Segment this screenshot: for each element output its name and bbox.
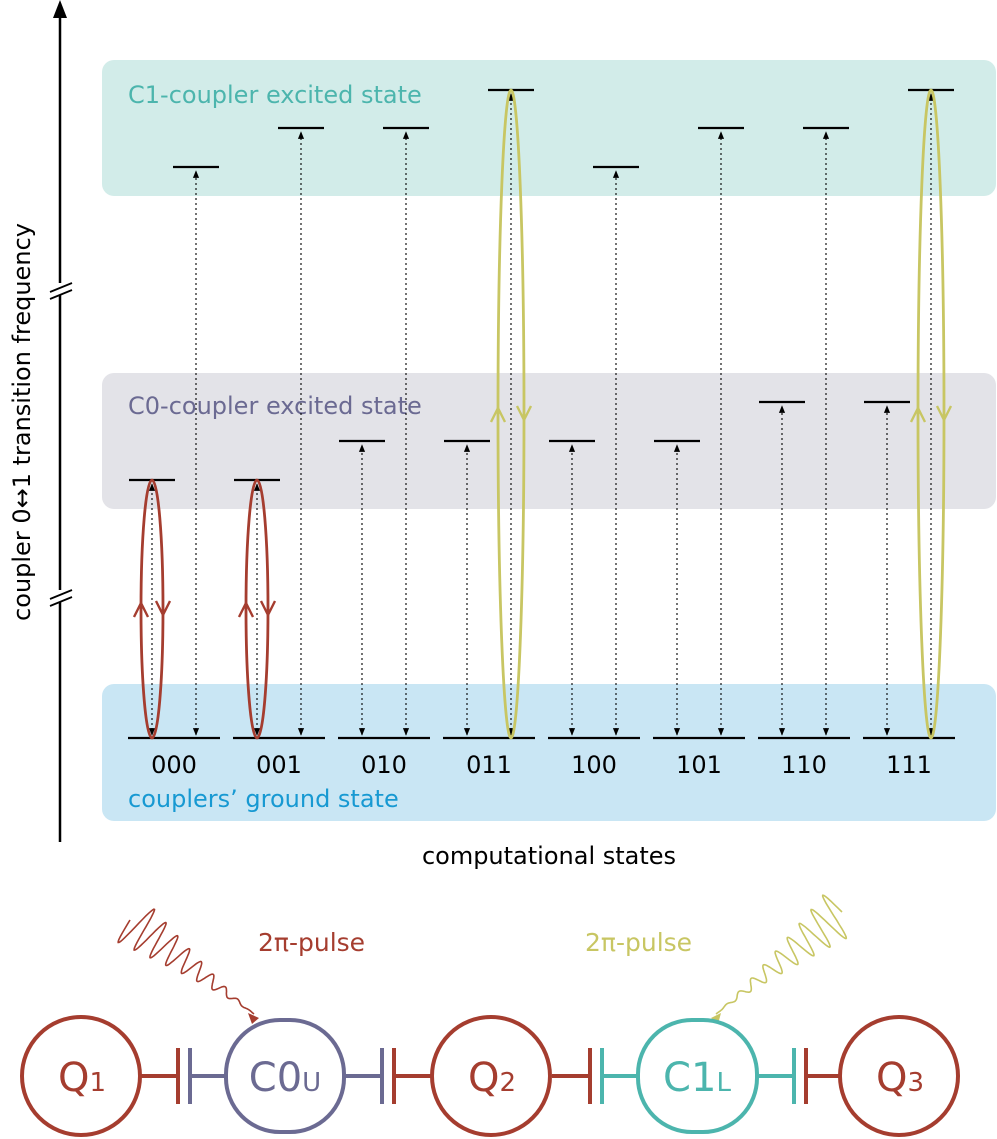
band-ground (102, 684, 996, 821)
pulse-loop-c1-011 (496, 88, 526, 740)
pulse-loop-c0-000 (139, 478, 165, 740)
qubit-q2-main: Q (468, 1055, 499, 1101)
pulse-right-wave (711, 894, 848, 1024)
pulse-loop-c1-111 (916, 88, 946, 740)
pulse-loop-c0-001 (244, 478, 270, 740)
band-c1-excited (102, 60, 996, 196)
svg-text:Q1: Q1 (58, 1055, 106, 1101)
pulse-loops (132, 88, 953, 740)
state-label-001: 001 (256, 751, 302, 779)
pulse-loop-c0-001-up-arrow (237, 600, 255, 618)
pulse-left-label: 2π-pulse (258, 928, 365, 957)
link-q1-c0 (141, 1048, 226, 1104)
state-label-110: 110 (781, 751, 827, 779)
pulse-left-wave (117, 908, 259, 1024)
state-label-111: 111 (886, 751, 932, 779)
coupler-c0u-sub: U (302, 1068, 321, 1098)
state-label-000: 000 (151, 751, 197, 779)
band-c0-label: C0-coupler excited state (128, 392, 422, 420)
x-axis-label: computational states (422, 842, 676, 870)
link-c0-q2 (344, 1048, 432, 1104)
pulse-loop-c0-001-down-arrow (259, 600, 277, 618)
qubit-q3: Q3 (838, 1015, 960, 1137)
link-q2-c1 (552, 1048, 638, 1104)
state-label-100: 100 (571, 751, 617, 779)
energy-levels (128, 88, 955, 740)
qubit-coupler-chain: Q1 C0U Q2 C1L Q3 (20, 1015, 960, 1137)
qubit-q1-main: Q (58, 1055, 89, 1101)
coupler-c1l-sub: L (716, 1068, 731, 1098)
band-c1-label: C1-coupler excited state (128, 81, 422, 109)
pulse-loop-c0-000-up-arrow (132, 600, 150, 618)
qubit-q1-sub: 1 (89, 1068, 106, 1098)
qubit-q3-main: Q (876, 1055, 907, 1101)
coupler-c1l: C1L (636, 1018, 759, 1134)
svg-text:C0U: C0U (249, 1055, 321, 1101)
pulse-loop-c1-011-down-arrow (515, 405, 533, 423)
link-c1-q3 (757, 1048, 840, 1104)
frequency-axis (49, 0, 73, 842)
coupler-c0u-main: C0 (249, 1055, 302, 1101)
coupler-c0u: C0U (224, 1018, 346, 1134)
state-label-011: 011 (466, 751, 512, 779)
qubit-q2-sub: 2 (499, 1068, 516, 1098)
pulse-right-label: 2π-pulse (585, 928, 692, 957)
pulse-loop-c0-000-down-arrow (154, 600, 172, 618)
pulse-loop-c1-111-up-arrow (909, 405, 927, 423)
qubit-q3-sub: 3 (907, 1068, 924, 1098)
svg-text:Q2: Q2 (468, 1055, 516, 1101)
state-label-010: 010 (361, 751, 407, 779)
svg-text:Q3: Q3 (876, 1055, 924, 1101)
state-label-101: 101 (676, 751, 722, 779)
y-axis-label: coupler 0↔1 transition frequency (8, 223, 36, 621)
pulse-loop-c1-111-down-arrow (935, 405, 953, 423)
pulse-loop-c1-011-up-arrow (489, 405, 507, 423)
svg-text:C1L: C1L (663, 1055, 731, 1101)
band-ground-label: couplers’ ground state (128, 785, 399, 813)
state-labels: 000 001 010 011 100 101 110 111 (151, 751, 932, 779)
coupler-c1l-main: C1 (663, 1055, 716, 1101)
qubit-q2: Q2 (430, 1015, 552, 1137)
qubit-q1: Q1 (20, 1015, 142, 1137)
